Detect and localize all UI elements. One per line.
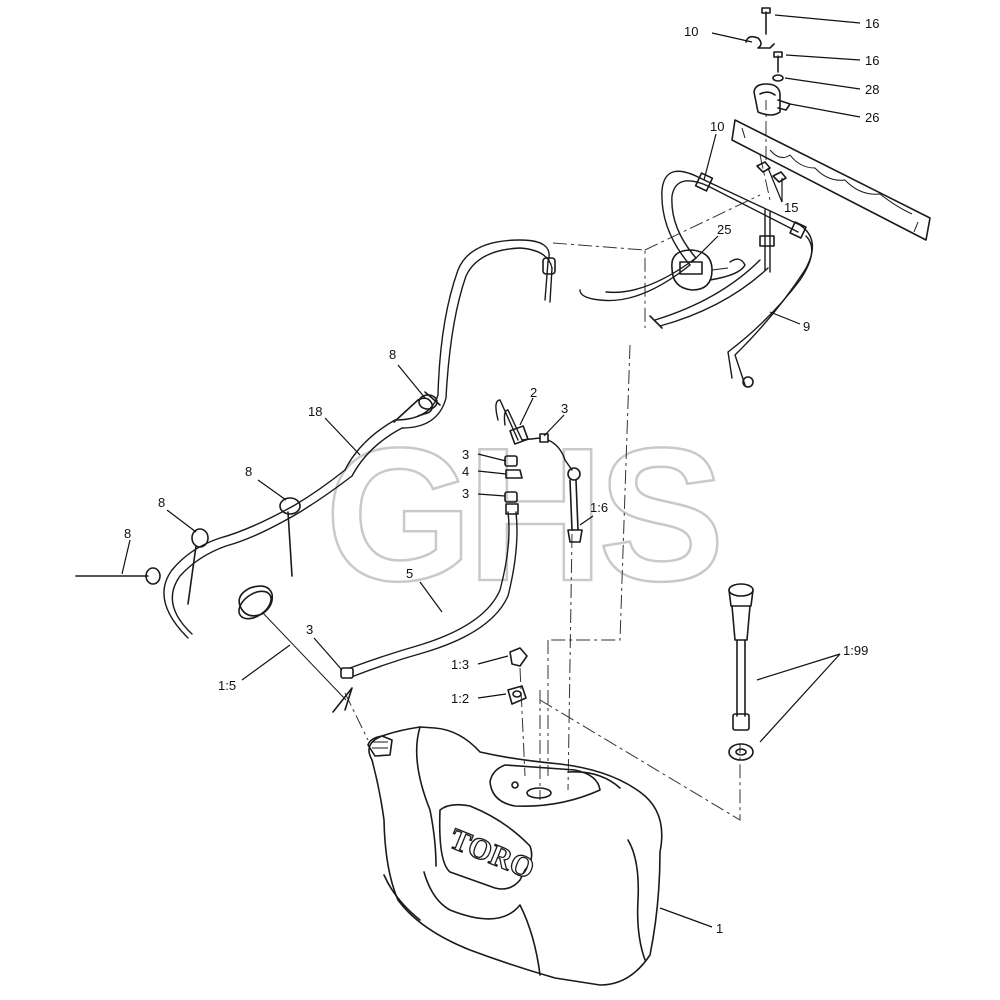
clip-10-upper	[745, 35, 775, 49]
callout-1-2: 1:2	[451, 691, 469, 706]
callout-4: 4	[462, 464, 469, 479]
callout-1-3: 1:3	[451, 657, 469, 672]
inline-filter-25	[671, 249, 729, 291]
zip-tie-8-b	[279, 497, 301, 577]
tank-logo-text: TORO	[445, 822, 539, 885]
zip-tie-8-d	[75, 567, 161, 585]
callout-15: 15	[784, 200, 798, 215]
watermark-text: GHS	[325, 409, 719, 621]
nuts-15	[756, 161, 787, 183]
callout-26: 26	[865, 110, 879, 125]
callout-16-top: 16	[865, 16, 879, 31]
callout-28: 28	[865, 82, 879, 97]
callout-labels: 16 10 16 28 26 10 15 25 9 8 18 2 3 3 4 3…	[124, 16, 879, 936]
fitting-3-a	[539, 433, 549, 443]
callout-25: 25	[717, 222, 731, 237]
hose-assembly-9-10	[579, 170, 813, 388]
bolt-16-lower	[773, 51, 783, 73]
grommet-1-2	[507, 685, 527, 705]
callout-1-99: 1:99	[843, 643, 868, 658]
hose-18	[163, 239, 556, 639]
callout-3-middle: 3	[462, 447, 469, 462]
callout-9: 9	[803, 319, 810, 334]
mount-bracket	[731, 119, 931, 241]
callout-16-middle: 16	[865, 53, 879, 68]
callout-1: 1	[716, 921, 723, 936]
callout-3-lower: 3	[462, 486, 469, 501]
level-sender-1-99	[728, 583, 754, 761]
callout-2: 2	[530, 385, 537, 400]
hose-clamp-26	[753, 83, 791, 116]
callout-8-mid: 8	[245, 464, 252, 479]
callout-8-far-left: 8	[124, 526, 131, 541]
fill-cap-1-5	[238, 585, 353, 713]
hose-5	[349, 503, 519, 677]
callout-8-left: 8	[158, 495, 165, 510]
callout-3-bottom: 3	[306, 622, 313, 637]
callout-8-upper: 8	[389, 347, 396, 362]
callout-3-top: 3	[561, 401, 568, 416]
callout-18: 18	[308, 404, 322, 419]
callout-10-hose: 10	[710, 119, 724, 134]
assembly-lines	[344, 100, 771, 821]
callout-1-6: 1:6	[590, 500, 608, 515]
fuel-tank-1: TORO	[367, 726, 663, 986]
bolt-16-upper	[761, 7, 771, 35]
leader-lines	[121, 14, 861, 928]
callout-1-5: 1:5	[218, 678, 236, 693]
callout-5: 5	[406, 566, 413, 581]
fitting-3-d	[340, 667, 354, 679]
hose-2	[495, 399, 541, 445]
callout-10-top: 10	[684, 24, 698, 39]
sender-tube-1-6	[547, 439, 583, 543]
zip-tie-8-a	[393, 391, 441, 423]
zip-tie-8-c	[187, 528, 209, 605]
fitting-1-3	[509, 647, 528, 667]
washer-28	[772, 74, 784, 82]
